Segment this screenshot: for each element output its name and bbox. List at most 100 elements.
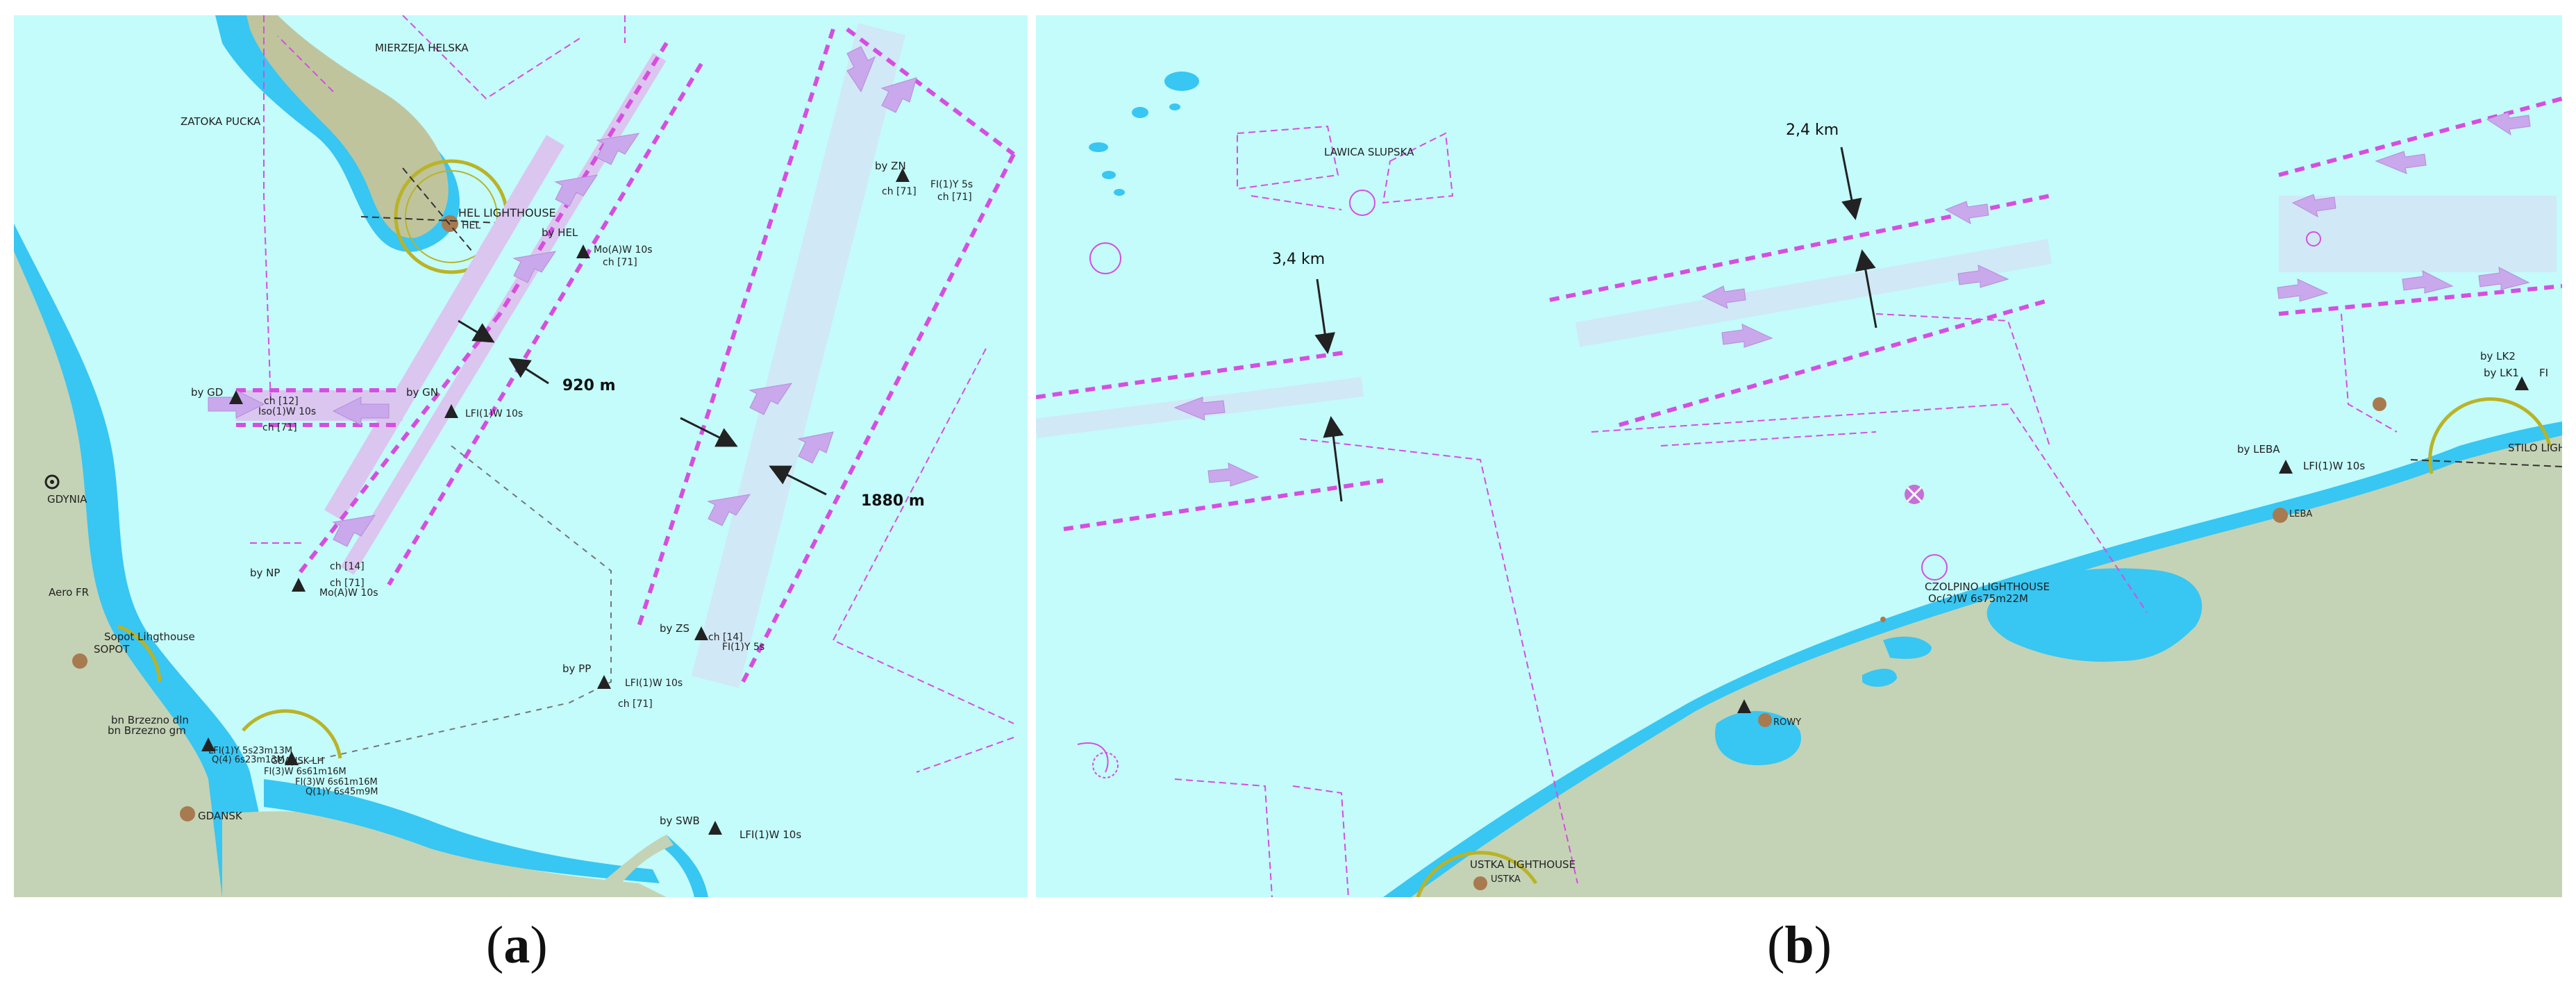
gdansk-marker [180,806,195,821]
chart-symbols-b [1089,190,2529,890]
label-buoy-hel: by HEL [542,226,578,239]
lake-small [1862,668,1897,687]
label-mierzeja-helska: MIERZEJA HELSKA [375,42,469,54]
label-zatoka-pucka: ZATOKA PUCKA [181,115,261,128]
land-peninsula-south [583,835,674,897]
buoy-symbols [201,168,910,835]
lane-boundary-mid-bottom [1619,298,2050,427]
lake-lebsko [1987,568,2202,662]
label-buoy-lk1: by LK1 [2484,367,2519,379]
map-panel-b: LAWICA SLUPSKA 3,4 km 2,4 km by LEBA LFI… [1036,15,2562,897]
label-buoy-pp-ch: ch [71] [618,699,653,710]
zone-boundary-b [1174,125,2398,897]
label-rowy: ROWY [1773,717,1801,728]
lane-band-middle [1575,239,2052,347]
label-buoy-zn-light: FI(1)Y 5s [930,179,973,190]
label-buoy-np-ch2: ch [71] [330,578,365,589]
measure-arrow-b1a [1314,278,1336,354]
label-buoy-np: by NP [250,567,280,579]
label-buoy-zs-light: FI(1)Y 5s [722,642,764,653]
land-b [1397,432,2562,897]
label-brzezno-1: bn Brzezno dln [111,714,189,726]
label-buoy-gn-light: LFI(1)W 10s [465,408,523,419]
label-aero-fr: Aero FR [49,586,89,599]
measure-arrow-2a [680,417,738,447]
sopot-marker [72,653,87,669]
measure-label-2: 1880 m [861,492,925,510]
label-hel-lighthouse: HEL LIGHTHOUSE [458,206,556,219]
label-buoy-zn-ch2: ch [71] [937,192,972,203]
label-buoy-zs-ch: ch [14] [708,632,743,643]
deep-water-south [264,779,660,883]
label-buoy-fl: FI [2539,367,2548,379]
measure-label-b1: 3,4 km [1272,251,1325,268]
gdynia-marker [44,474,60,490]
route-line [291,445,612,766]
label-buoy-gn: by GN [406,386,438,399]
lane-arrows [208,46,917,547]
lane-boundary-east-bottom [2278,284,2562,316]
label-fl-mix-4: FI(3)W 6s61m16M [295,777,378,787]
zone-boundary [250,15,1014,773]
label-buoy-hel-light: Mo(A)W 10s [594,244,653,256]
label-sopot: SOPOT [94,643,130,656]
lane-wide-boundary-west [637,28,835,627]
shoal-patches [1089,72,1199,196]
map-canvas-b: LAWICA SLUPSKA 3,4 km 2,4 km by LEBA LFI… [1036,15,2562,897]
sopot-lighthouse-arc [117,624,162,683]
label-buoy-gd-ch2: ch [71] [262,422,297,433]
label-sopot-lighthouse: Sopot Lihgthouse [104,631,195,643]
label-buoy-gd: by GD [191,386,223,399]
land-south [222,811,667,897]
label-buoy-zs: by ZS [660,622,689,635]
land-west [14,251,222,897]
label-leba-town: LEBA [2289,509,2312,519]
label-brzezno-2: bn Brzezno gm [108,724,186,737]
label-buoy-np-light: Mo(A)W 10s [319,587,378,599]
label-buoy-gd-light: Iso(1)W 10s [258,406,316,417]
label-ustka: USTKA [1491,874,1521,885]
label-stilo-lighthouse: STILO LIGHTHO [2508,442,2562,454]
measure-label-b2: 2,4 km [1786,122,1839,139]
map-panel-a: MIERZEJA HELSKA ZATOKA PUCKA HEL LIGHTHO… [14,15,1028,897]
lane-arrows-b [1173,112,2531,487]
label-buoy-swb: by SWB [660,815,700,827]
label-fl-mix-1: LFI(1)Y 5s23m13M [208,746,292,756]
label-buoy-zn: by ZN [875,160,906,172]
label-hel: HEL [462,220,480,231]
lake-gardno [1715,710,1801,765]
caption-a: (a) [486,916,548,974]
ustka-lighthouse-arc [1416,851,1538,897]
label-gdansk: GDANSK [198,810,243,822]
hel-town-marker [442,215,458,232]
label-buoy-leba: by LEBA [2237,443,2280,456]
label-gdansk-lh: GDANSK LH [271,756,324,767]
measure-arrow-b2a [1840,147,1862,220]
label-buoy-zn-ch: ch [71] [882,186,917,197]
map-canvas-a: MIERZEJA HELSKA ZATOKA PUCKA HEL LIGHTHO… [14,15,1028,897]
label-buoy-np-ch: ch [14] [330,561,365,572]
label-buoy-lk2: by LK2 [2480,350,2516,362]
lake-sarbsko [1883,636,1932,659]
label-buoy-swb-light: LFI(1)W 10s [739,828,801,841]
label-lawica-slupska: LAWICA SLUPSKA [1324,146,1414,158]
caption-b: (b) [1767,916,1832,974]
hel-peninsula [246,15,449,238]
label-ustka-lighthouse: USTKA LIGHTHOUSE [1470,858,1575,871]
lane-boundary-west-bottom [1063,478,1384,531]
traffic-lane-narrow [340,57,694,612]
label-buoy-pp: by PP [562,662,591,675]
label-buoy-hel-ch: ch [71] [603,257,637,268]
gdansk-lighthouse-arc [242,709,342,759]
lane-boundary-west-top [1036,350,1349,399]
label-fl-mix-3: FI(3)W 6s61m16M [264,767,346,777]
measure-arrow-b2b [1855,249,1877,328]
label-gdynia: GDYNIA [47,493,87,506]
label-buoy-gd-ch: ch [12] [264,396,299,407]
label-czolpino-light: Oc(2)W 6s75m22M [1928,592,2028,605]
measure-arrow-1a [458,319,495,343]
lane-boundary [387,62,703,586]
measure-label-1: 920 m [562,377,616,394]
label-czolpino-lighthouse: CZOLPINO LIGHTHOUSE [1925,581,2050,593]
stilo-lighthouse-arc [2428,397,2552,474]
